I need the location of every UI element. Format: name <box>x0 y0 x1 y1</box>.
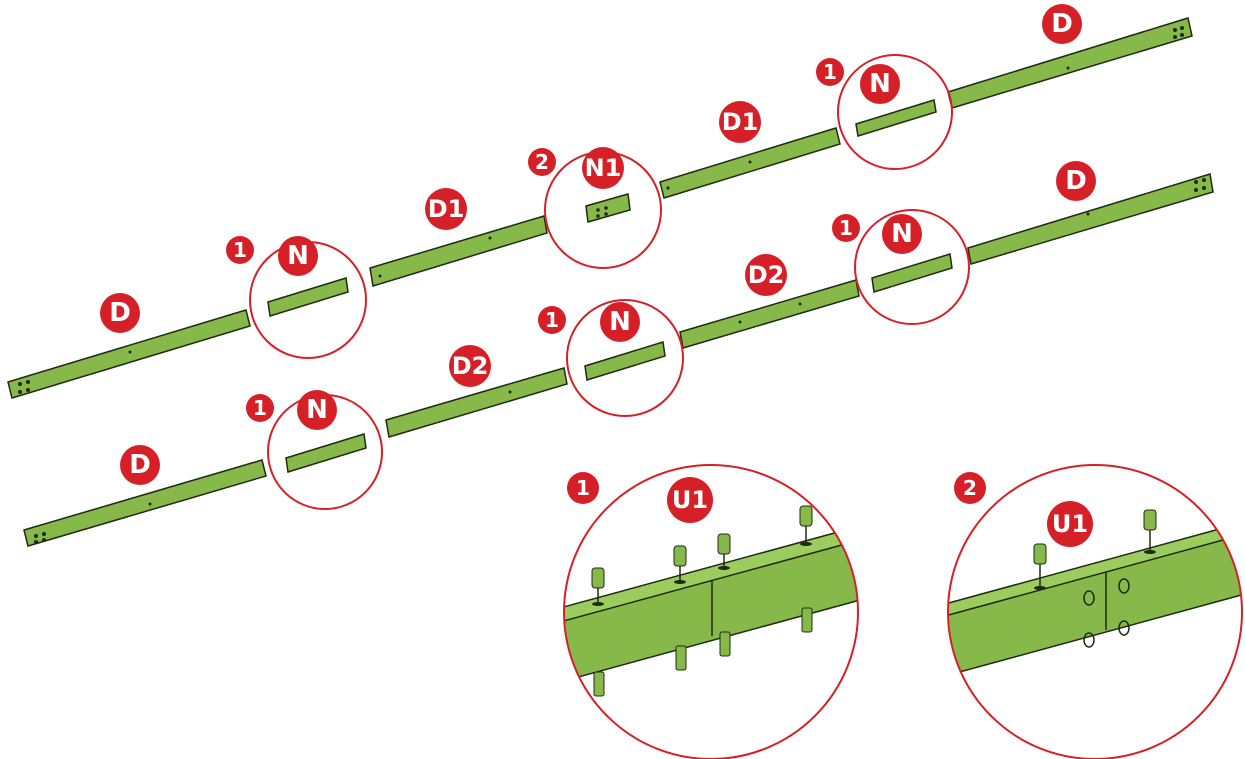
svg-text:D1: D1 <box>722 108 759 136</box>
step-1-detail: 1 <box>567 472 599 504</box>
screw-icon <box>593 671 605 697</box>
screw-icon <box>717 533 731 570</box>
label-d-upper-left: D <box>100 293 140 333</box>
svg-text:N1: N1 <box>585 154 622 182</box>
step-1-lower-left: 1 <box>246 394 274 422</box>
label-d-top-right: D <box>1042 4 1082 44</box>
label-d-lower-left: D <box>120 445 160 485</box>
label-n-top-right: N <box>860 64 900 104</box>
step-1-middle: 1 <box>538 306 566 334</box>
label-d1-top: D1 <box>719 101 761 143</box>
svg-text:D: D <box>1051 9 1073 39</box>
svg-text:1: 1 <box>233 238 247 262</box>
svg-text:U1: U1 <box>672 486 708 514</box>
label-n-lower-left: N <box>297 390 337 430</box>
step-1-top-right: 1 <box>816 58 844 86</box>
label-n-lower-right: N <box>882 214 922 254</box>
svg-text:D: D <box>1065 166 1087 196</box>
svg-text:1: 1 <box>545 308 559 332</box>
step-2-detail: 2 <box>954 472 986 504</box>
svg-text:N: N <box>306 395 328 425</box>
label-n-upper-left: N <box>278 236 318 276</box>
label-u1-detail-2: U1 <box>1047 501 1093 547</box>
detail-view-1 <box>563 464 859 759</box>
svg-text:U1: U1 <box>1052 510 1088 538</box>
screw-icon <box>719 631 731 657</box>
label-n-middle: N <box>600 302 640 342</box>
svg-text:D2: D2 <box>748 261 785 289</box>
beam-d1-upper-middle <box>659 127 841 199</box>
label-d2-right: D2 <box>745 254 787 296</box>
svg-text:1: 1 <box>576 476 590 500</box>
label-n1: N1 <box>582 147 624 189</box>
label-u1-detail-1: U1 <box>667 477 713 523</box>
step-1-lower-right: 1 <box>832 214 860 242</box>
beam-d-lower-right <box>967 173 1214 265</box>
connector-n-circle-lower-right <box>854 209 970 325</box>
label-d-lower-right: D <box>1056 161 1096 201</box>
screw-icon <box>675 645 687 671</box>
svg-text:N: N <box>287 241 309 271</box>
connector-n-circle-top-right <box>837 54 953 170</box>
detail-view-2 <box>947 464 1243 759</box>
svg-text:D: D <box>129 450 151 480</box>
step-1-upper-left: 1 <box>226 236 254 264</box>
svg-text:N: N <box>891 219 913 249</box>
label-d2-left: D2 <box>449 345 491 387</box>
screw-icon <box>799 505 813 546</box>
beam-d-lower-left <box>23 459 267 547</box>
screw-icon <box>1033 543 1047 590</box>
svg-text:1: 1 <box>839 216 853 240</box>
svg-text:N: N <box>609 307 631 337</box>
step-2-top: 2 <box>528 148 556 176</box>
beam-d2-lower-middle <box>679 279 860 349</box>
screw-icon <box>1143 509 1157 554</box>
label-d1-middle: D1 <box>425 188 467 230</box>
beam-d2-lower-left <box>385 367 568 438</box>
svg-text:D1: D1 <box>428 195 465 223</box>
svg-text:2: 2 <box>963 476 977 500</box>
screw-icon <box>591 567 605 606</box>
beam-d-upper-left <box>7 309 251 399</box>
screw-icon <box>801 607 813 633</box>
screw-icon <box>673 545 687 584</box>
svg-text:1: 1 <box>823 60 837 84</box>
svg-text:N: N <box>869 69 891 99</box>
svg-text:D: D <box>109 298 131 328</box>
beam-d1-left-middle <box>369 215 548 287</box>
svg-text:1: 1 <box>253 396 267 420</box>
connector-n-circle-middle <box>566 299 684 417</box>
svg-text:D2: D2 <box>452 352 489 380</box>
svg-text:2: 2 <box>535 150 549 174</box>
